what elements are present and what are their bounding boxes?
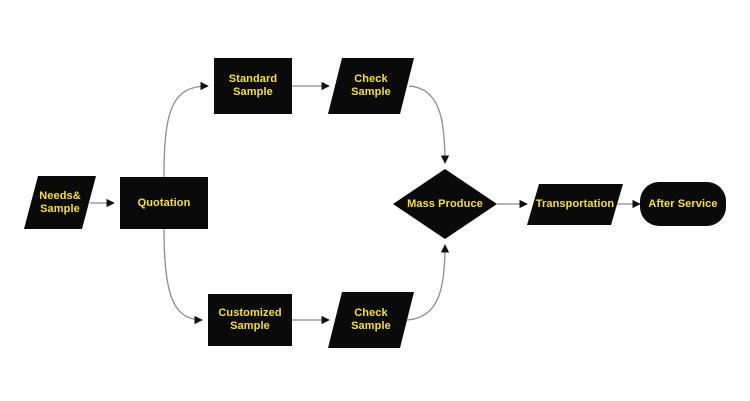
shape-transportation[interactable] bbox=[527, 184, 623, 225]
shape-check-sample-upper[interactable] bbox=[328, 58, 414, 114]
connector-check-upper-to-mass bbox=[408, 85, 450, 164]
connectors bbox=[90, 81, 641, 325]
shape-standard-sample[interactable] bbox=[214, 58, 292, 114]
node-shapes bbox=[24, 58, 726, 348]
shape-after-service[interactable] bbox=[640, 182, 726, 226]
connector-quotation-to-standard bbox=[163, 81, 209, 178]
shape-needs-sample[interactable] bbox=[24, 176, 96, 229]
shape-quotation[interactable] bbox=[120, 177, 208, 229]
connector-quotation-to-customized bbox=[163, 228, 203, 325]
connector-check-lower-to-mass bbox=[406, 244, 450, 321]
shape-customized-sample[interactable] bbox=[208, 294, 292, 346]
shape-check-sample-lower[interactable] bbox=[328, 292, 414, 348]
shape-mass-produce[interactable] bbox=[393, 169, 497, 239]
